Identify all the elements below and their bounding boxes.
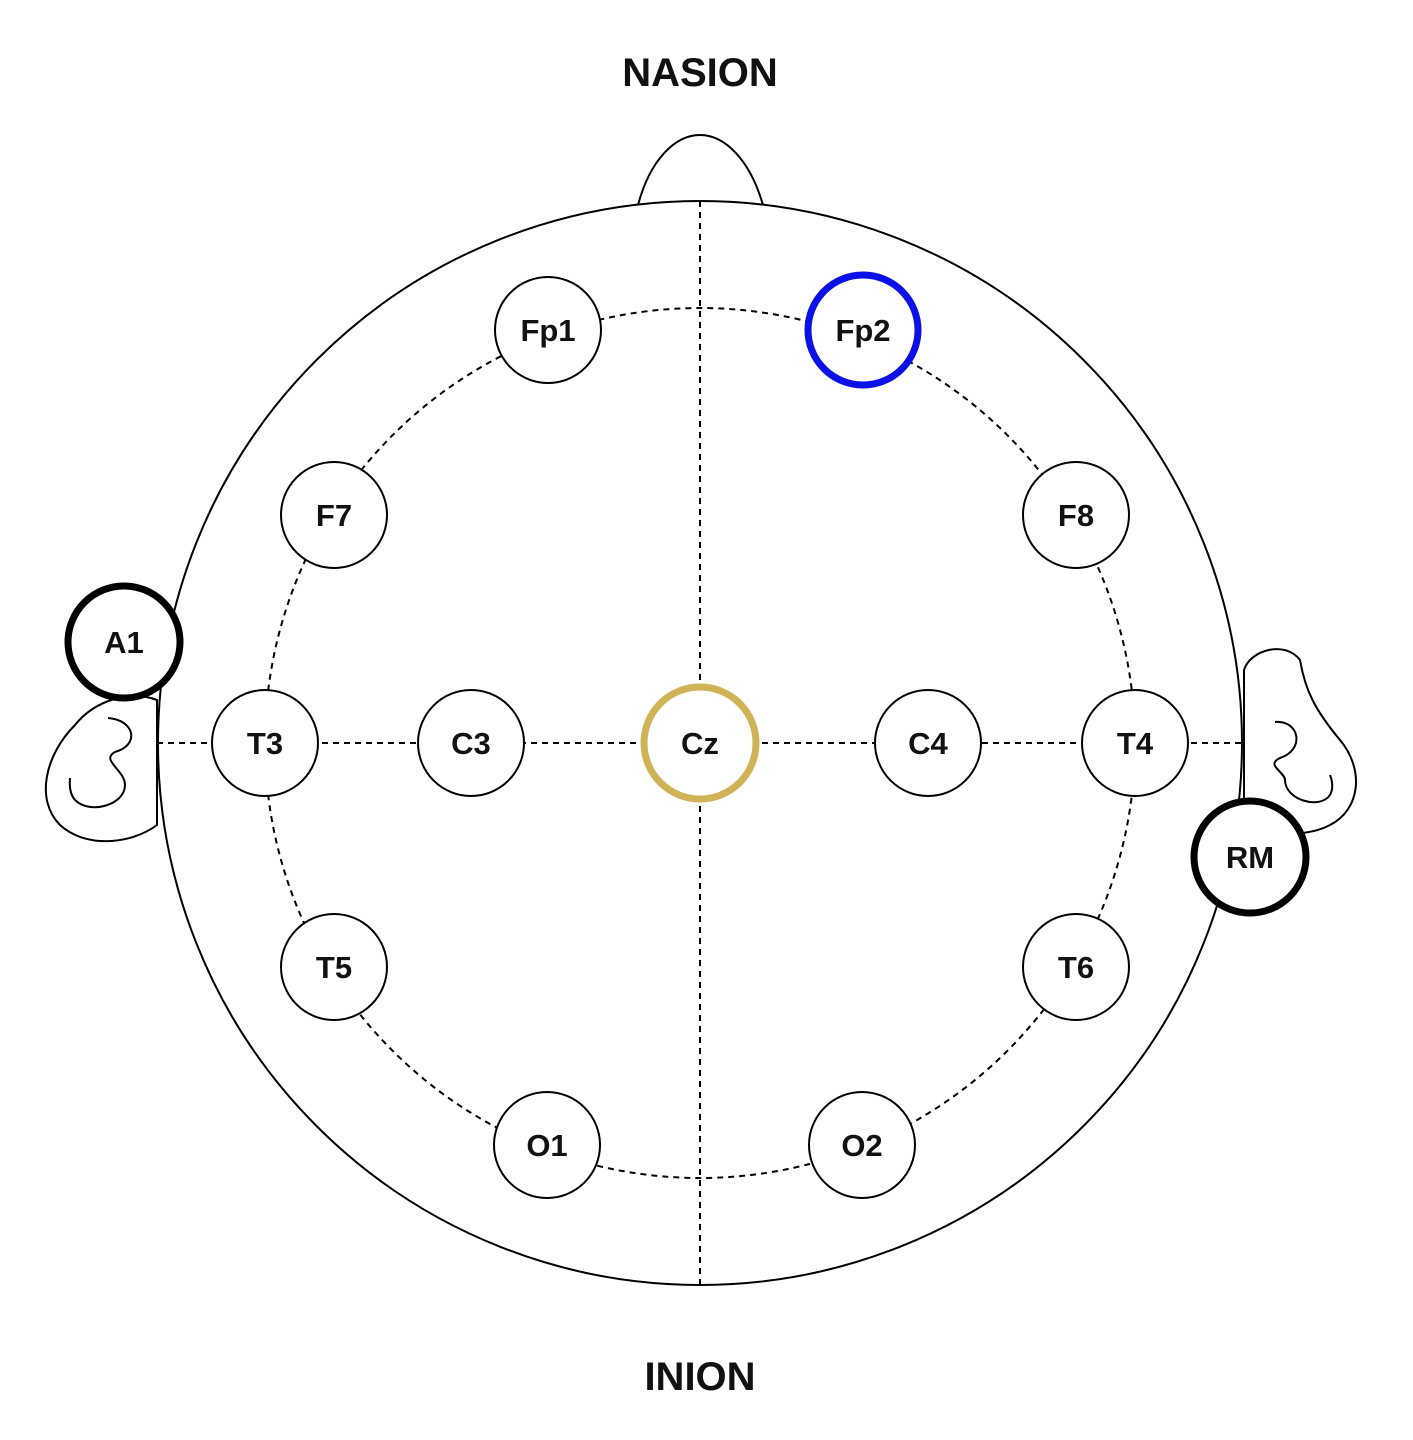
electrode-fp2: Fp2 (804, 271, 922, 389)
electrode-f8: F8 (1022, 461, 1130, 569)
electrode-f7: F7 (280, 461, 388, 569)
electrode-label: RM (1226, 840, 1274, 875)
nasion-label: NASION (622, 51, 778, 95)
electrode-t3: T3 (211, 689, 319, 797)
left-ear (44, 695, 158, 843)
electrode-label: A1 (104, 625, 144, 660)
electrode-marker (1190, 797, 1310, 917)
electrode-label: T4 (1117, 726, 1154, 761)
electrode-marker (494, 276, 602, 384)
electrode-cz: Cz (640, 683, 760, 803)
electrode-marker (280, 461, 388, 569)
electrode-label: Fp2 (835, 313, 890, 348)
inion-label: INION (644, 1355, 755, 1399)
electrode-marker (1081, 689, 1189, 797)
electrode-marker (804, 271, 922, 389)
electrode-label: C4 (908, 726, 948, 761)
electrode-rm: RM (1190, 797, 1310, 917)
electrode-c3: C3 (417, 689, 525, 797)
electrode-t4: T4 (1081, 689, 1189, 797)
electrode-marker (417, 689, 525, 797)
electrode-label: Cz (681, 726, 719, 761)
electrode-fp1: Fp1 (494, 276, 602, 384)
electrode-marker (640, 683, 760, 803)
electrode-o1: O1 (493, 1091, 601, 1199)
electrode-label: T6 (1058, 950, 1094, 985)
nose-outline (636, 133, 765, 206)
electrode-o2: O2 (808, 1091, 916, 1199)
electrode-t6: T6 (1022, 913, 1130, 1021)
electrode-label: T5 (316, 950, 352, 985)
electrode-marker (493, 1091, 601, 1199)
electrode-marker (64, 582, 184, 702)
electrode-marker (1022, 461, 1130, 569)
electrode-label: T3 (247, 726, 283, 761)
electrode-a1: A1 (64, 582, 184, 702)
electrode-label: F8 (1058, 498, 1094, 533)
electrode-marker (808, 1091, 916, 1199)
electrode-t5: T5 (280, 913, 388, 1021)
electrode-c4: C4 (874, 689, 982, 797)
electrode-marker (874, 689, 982, 797)
electrode-label: Fp1 (520, 313, 575, 348)
electrode-marker (280, 913, 388, 1021)
electrode-marker (211, 689, 319, 797)
electrode-label: O2 (841, 1128, 882, 1163)
electrode-label: O1 (526, 1128, 567, 1163)
electrode-label: C3 (451, 726, 491, 761)
electrode-label: F7 (316, 498, 352, 533)
electrode-marker (1022, 913, 1130, 1021)
